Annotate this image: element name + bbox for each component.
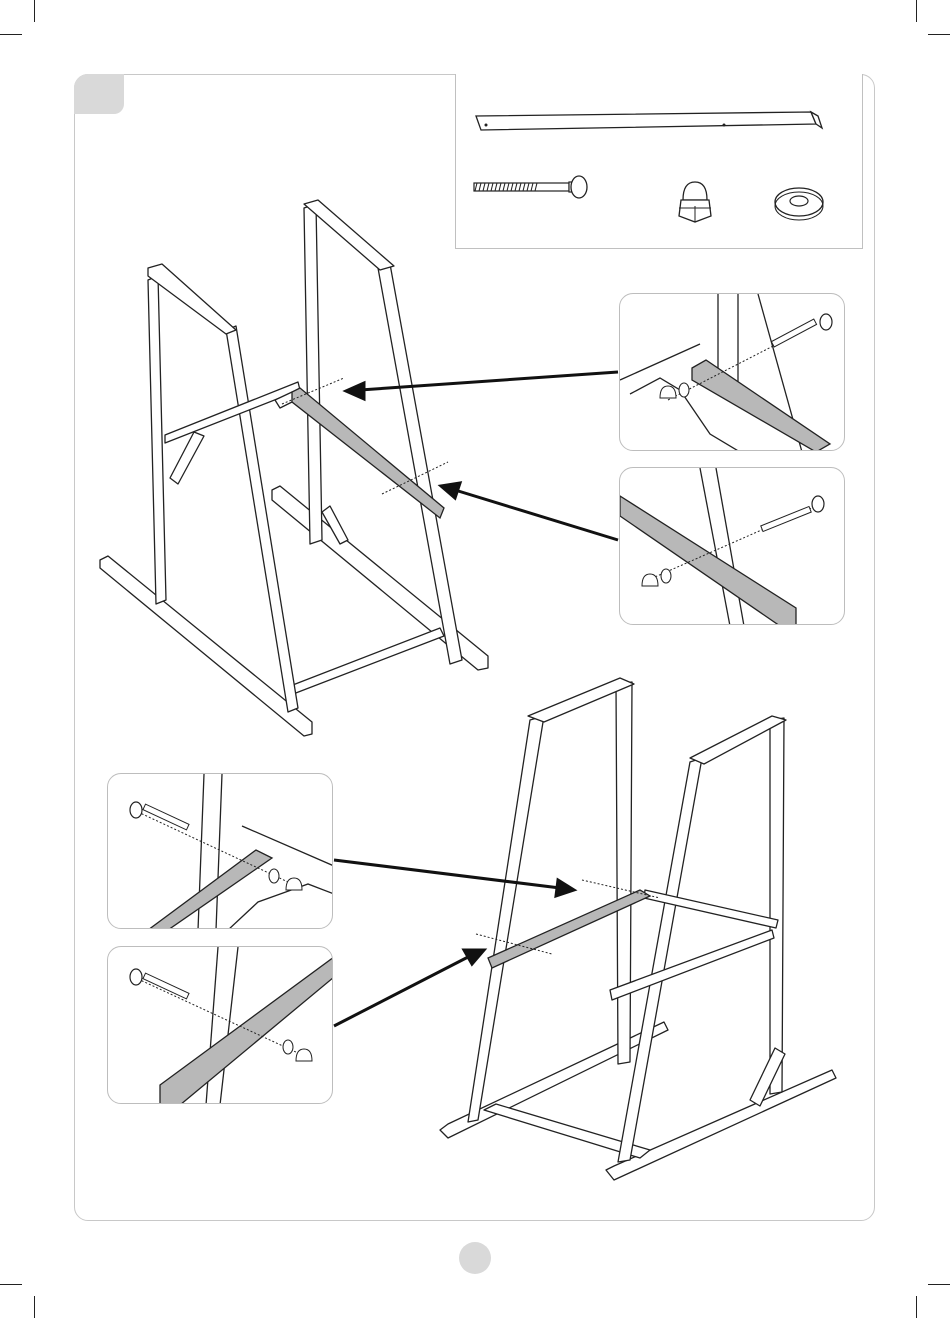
- detail-callout-bottom-upper: [107, 773, 333, 929]
- detail-callout-top-upper: [619, 293, 845, 451]
- detail-callout-top-lower: [619, 467, 845, 625]
- page-number-badge: [459, 1242, 491, 1274]
- detail-callout-bottom-lower: [107, 946, 333, 1104]
